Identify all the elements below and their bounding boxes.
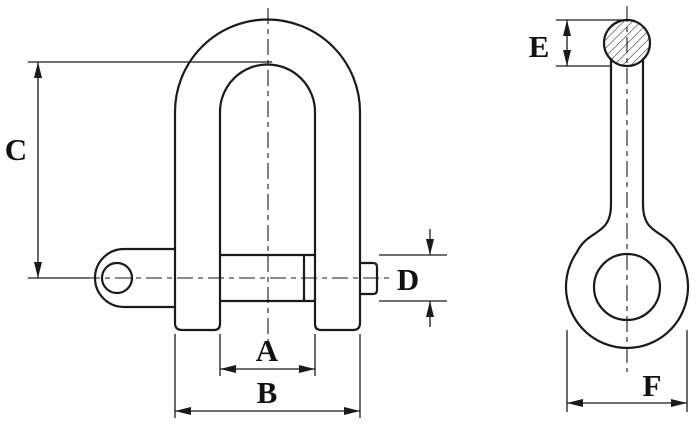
leg-and-eye-outline	[564, 57, 690, 349]
dimension-d: D	[379, 229, 447, 327]
dimension-e: E	[529, 19, 624, 67]
dim-label-e: E	[529, 29, 550, 64]
front-view	[84, 8, 392, 348]
dim-label-a: A	[256, 333, 279, 368]
dim-label-f: F	[643, 368, 662, 403]
shackle-body-outline	[173, 18, 362, 332]
dimension-b: B	[174, 334, 361, 418]
side-view	[564, 6, 690, 372]
bow-section-circle	[602, 18, 652, 68]
dimension-c: C	[5, 61, 272, 279]
dim-label-d: D	[397, 262, 419, 297]
eye-hole	[592, 252, 662, 322]
pin-tip-outline	[358, 261, 379, 296]
dim-label-b: B	[257, 375, 278, 410]
pin-head-outline	[93, 247, 177, 309]
pin-head-hole	[100, 261, 134, 295]
dimension-a: A	[219, 333, 316, 376]
dimension-f: F	[566, 330, 688, 412]
dim-label-c: C	[5, 132, 27, 167]
dimensions: C A B D	[5, 19, 688, 418]
